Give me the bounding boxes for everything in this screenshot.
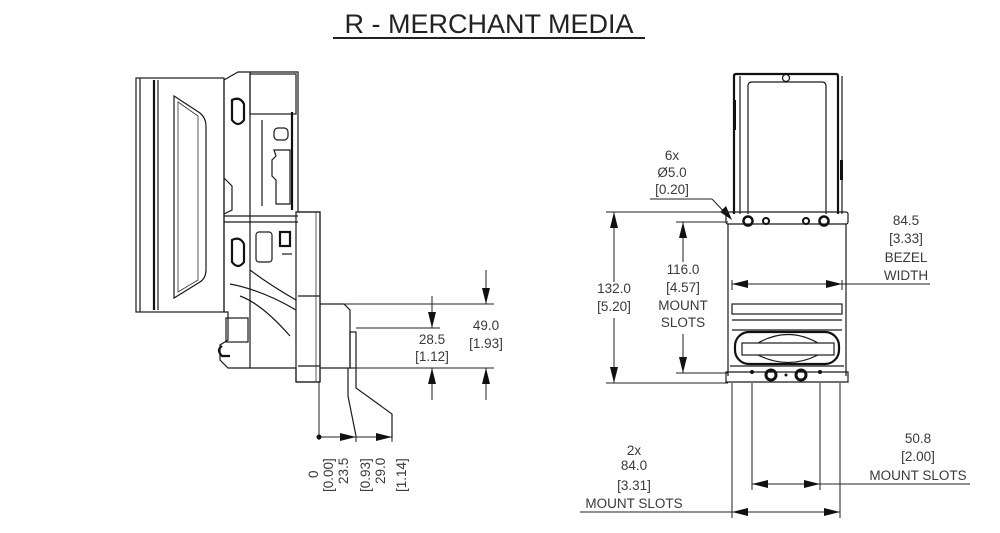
dim-28-5-in: [1.12] — [415, 349, 449, 364]
dim-116-0-mm: 116.0 — [667, 262, 700, 277]
front-view: 6x Ø5.0 [0.20] 132.0 [5.20] 116.0 [4.57]… — [580, 72, 970, 518]
dim-49-0-mm: 49.0 — [473, 318, 499, 333]
dim-132-0: 132.0 [5.20] — [597, 211, 730, 384]
side-view: 28.5 [1.12] 49.0 [1.93] 0 [0.00] 23.5 [0… — [135, 71, 503, 492]
dim-116-0-in: [4.57] — [666, 280, 700, 295]
dim-84-5: 84.5 [3.33] BEZEL WIDTH — [731, 213, 930, 290]
depth-29-0-in: [1.14] — [394, 458, 409, 492]
mount-hole — [802, 217, 810, 225]
hole-diameter-in: [0.20] — [655, 182, 689, 197]
dim-84-5-label-1: BEZEL — [885, 250, 928, 265]
dim-49-0-in: [1.93] — [469, 336, 503, 351]
depth-23-5-in: [0.93] — [358, 458, 373, 492]
hole-callout: 6x Ø5.0 [0.20] — [650, 148, 732, 220]
dim-84-5-in: [3.33] — [889, 231, 923, 246]
dim-28-5: 28.5 [1.12] — [415, 296, 449, 400]
mount-hole — [818, 215, 830, 227]
mount-hole — [762, 217, 770, 225]
mount-hole — [742, 215, 754, 227]
mount-hole — [764, 368, 778, 382]
depth-29-0-mm: 29.0 — [373, 458, 388, 484]
hole-diameter: Ø5.0 — [657, 165, 686, 180]
dim-132-0-mm: 132.0 — [597, 281, 631, 296]
side-rear-bracket — [320, 303, 393, 438]
depth-0-mm: 0 — [306, 470, 321, 478]
depth-0-in: [0.00] — [321, 458, 336, 492]
dim-28-5-mm: 28.5 — [419, 332, 445, 347]
dim-84-0-mm: 84.0 — [621, 458, 647, 473]
depth-dimensions: 0 [0.00] 23.5 [0.93] 29.0 [1.14] — [306, 382, 409, 492]
dim-84-0-count: 2x — [627, 443, 642, 458]
dim-116-0-label-2: SLOTS — [661, 315, 705, 330]
dim-50-8-mm: 50.8 — [905, 431, 931, 446]
depth-23-5-mm: 23.5 — [336, 458, 351, 484]
front-display — [732, 72, 843, 214]
side-body — [217, 71, 321, 383]
dim-84-0: 2x 84.0 [3.31] MOUNT SLOTS — [580, 443, 840, 516]
dim-84-0-in: [3.31] — [617, 478, 651, 493]
hole-count: 6x — [665, 148, 680, 163]
dim-84-0-label: MOUNT SLOTS — [585, 496, 682, 511]
dim-50-8-label: MOUNT SLOTS — [869, 468, 966, 483]
bottom-flange — [725, 368, 849, 383]
dim-84-5-mm: 84.5 — [893, 213, 919, 228]
dim-49-0: 49.0 [1.93] — [469, 270, 503, 400]
dim-132-0-in: [5.20] — [597, 299, 631, 314]
dim-84-5-label-2: WIDTH — [884, 268, 928, 283]
origin-dot — [316, 434, 322, 440]
side-bezel — [135, 77, 225, 313]
drawing-title: R - MERCHANT MEDIA — [344, 9, 633, 39]
dim-50-8: 50.8 [2.00] MOUNT SLOTS — [752, 431, 970, 488]
dim-116-0-label-1: MOUNT — [658, 298, 708, 313]
dim-50-8-in: [2.00] — [901, 449, 935, 464]
front-bezel — [727, 224, 847, 376]
mount-hole — [794, 368, 808, 382]
dim-116-0: 116.0 [4.57] MOUNT SLOTS — [658, 221, 728, 374]
top-flange — [725, 211, 849, 227]
